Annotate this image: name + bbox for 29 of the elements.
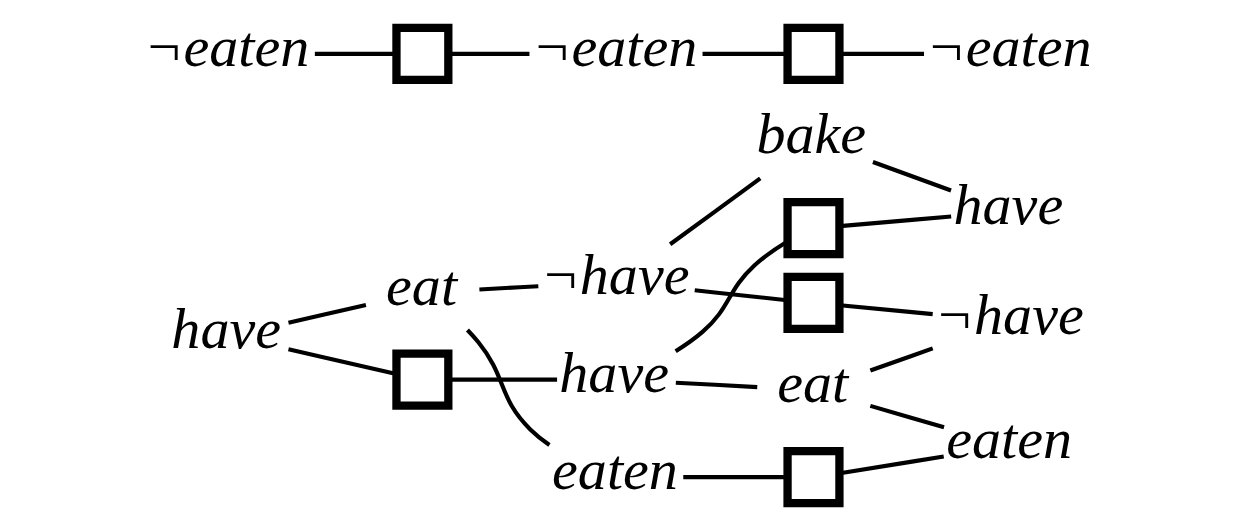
node-text: bake — [756, 101, 867, 167]
node-text: eaten — [946, 406, 1073, 472]
node-box — [783, 23, 844, 84]
connector — [668, 176, 762, 246]
connector — [288, 302, 367, 325]
node-text: ¬eaten — [532, 14, 698, 80]
node-text: have — [171, 296, 281, 362]
node-text: ¬eaten — [144, 14, 310, 80]
connector — [479, 284, 539, 292]
node-box — [392, 349, 453, 410]
node-text: ¬have — [934, 281, 1084, 347]
node-text: have — [559, 339, 669, 405]
connector — [683, 475, 787, 480]
connector — [465, 328, 551, 447]
node-box — [392, 23, 453, 84]
node-box — [783, 447, 844, 508]
node-text: ¬have — [540, 242, 690, 308]
node-box — [783, 198, 844, 259]
node-text: eaten — [552, 437, 678, 503]
node-text: ¬eaten — [926, 14, 1092, 80]
connector — [869, 403, 945, 430]
node-text: eat — [386, 252, 458, 318]
node-text: have — [953, 171, 1064, 237]
node-text: eat — [777, 350, 849, 416]
connector — [872, 160, 952, 193]
connector — [869, 346, 934, 373]
connector — [840, 51, 924, 56]
connector — [675, 380, 758, 390]
node-box — [783, 272, 844, 333]
